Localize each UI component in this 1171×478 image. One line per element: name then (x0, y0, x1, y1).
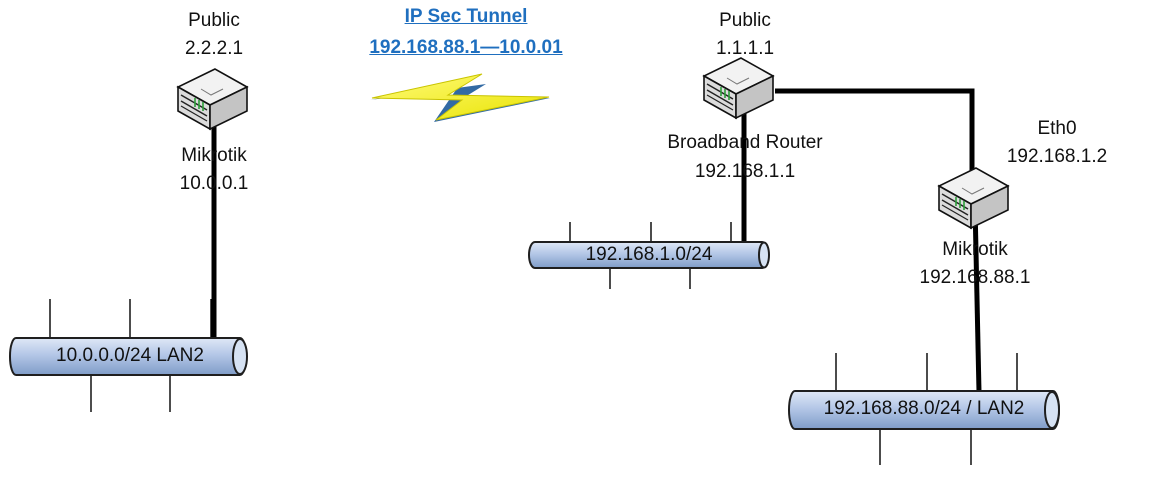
left-router-ip: 10.0.0.1 (179, 173, 249, 194)
network-bus-icon (788, 353, 1060, 465)
left-router-name: Mikrotik (181, 145, 247, 166)
lightning-bolt-icon (370, 73, 550, 122)
eth0-label: Eth0 (1037, 118, 1077, 139)
tunnel-title[interactable]: IP Sec Tunnel (404, 6, 528, 27)
connection-lines (211, 88, 982, 393)
right-public-label: Public (719, 10, 771, 31)
left-public-ip: 2.2.2.1 (184, 38, 244, 59)
eth0-ip: 192.168.1.2 (1006, 146, 1108, 167)
right-router-ip: 192.168.88.1 (919, 267, 1031, 288)
link-right-router-lan2 (972, 204, 982, 393)
router-icon (177, 68, 248, 130)
right-router-name: Mikrotik (942, 239, 1008, 260)
network-bus-icon (9, 299, 248, 412)
broadband-router-ip: 192.168.1.1 (694, 161, 796, 182)
lan1-label: 192.168.1.0/24 (585, 244, 713, 265)
router-icon (938, 167, 1009, 229)
left-lan-label: 10.0.0.0/24 LAN2 (56, 345, 204, 366)
broadband-router-name: Broadband Router (667, 132, 823, 153)
left-public-label: Public (188, 10, 240, 31)
router-icon (703, 57, 774, 119)
tunnel-subnets[interactable]: 192.168.88.1—10.0.01 (369, 37, 563, 58)
lan2-label: 192.168.88.0/24 / LAN2 (823, 398, 1025, 419)
link-broadband-eth0 (775, 88, 975, 175)
network-bus-icon (528, 222, 770, 289)
right-public-ip: 1.1.1.1 (715, 38, 775, 59)
